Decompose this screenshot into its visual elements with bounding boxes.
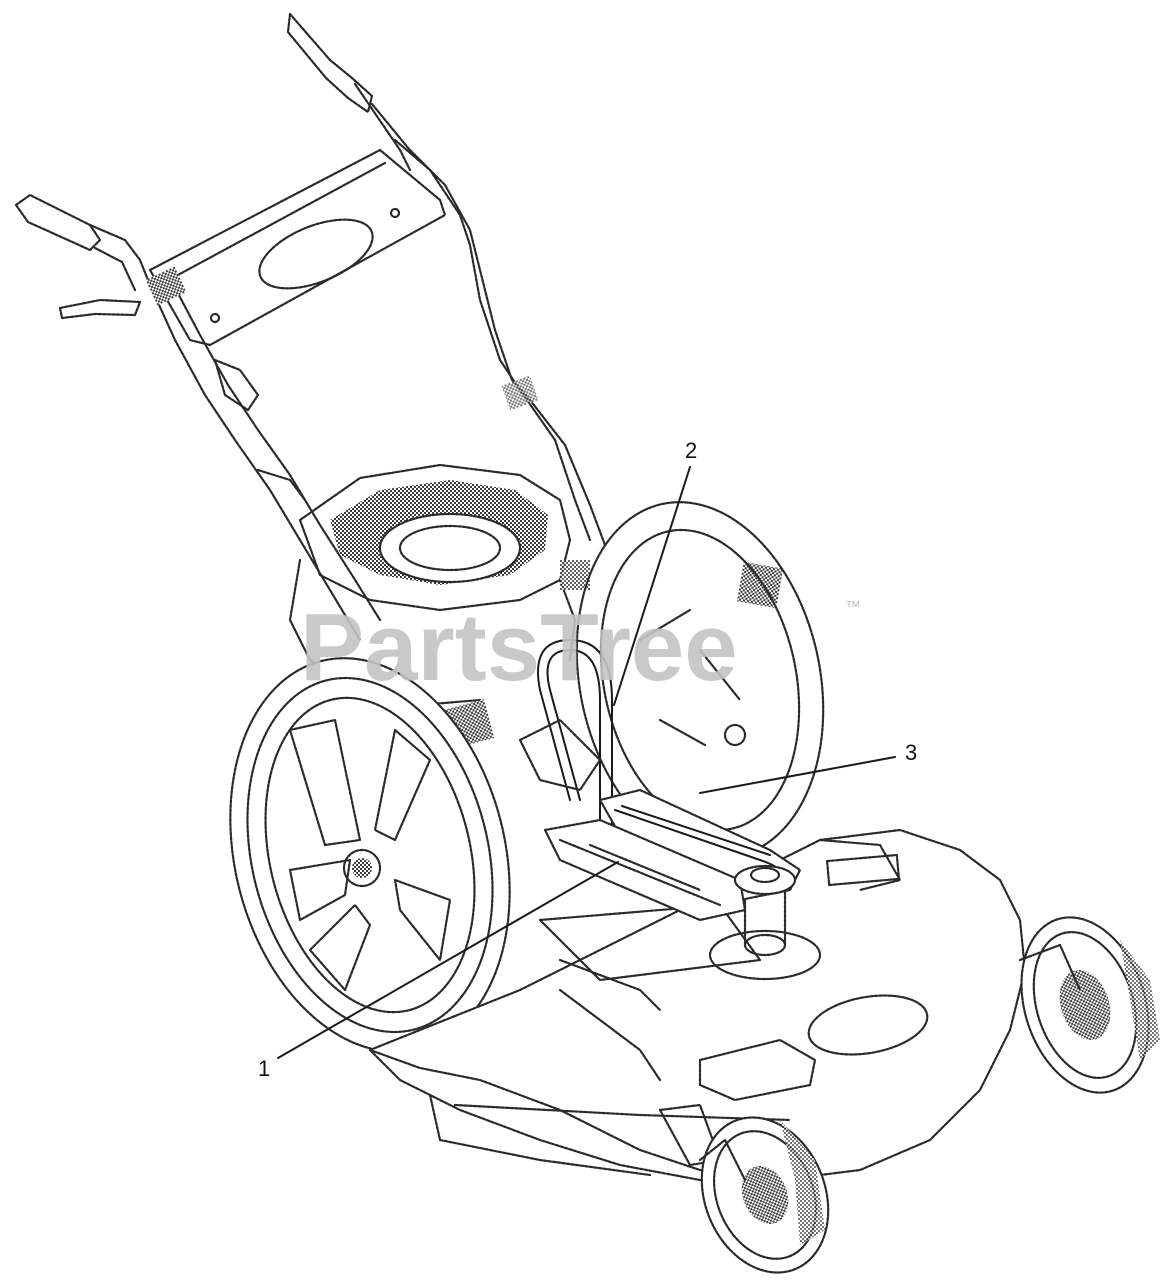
callout-1: 1 (258, 1056, 270, 1081)
mower-deck (368, 828, 1027, 1182)
handle-assembly (14, 12, 607, 642)
front-right-caster (1018, 916, 1160, 1094)
watermark-trademark: ™ (845, 599, 861, 616)
callout-3: 3 (905, 740, 917, 765)
leader-lines (277, 466, 896, 1059)
engine (288, 463, 784, 751)
watermark-logo: PartsTree (300, 594, 738, 701)
belt-assembly (518, 638, 802, 922)
front-left-caster (698, 1116, 830, 1274)
callout-2: 2 (685, 438, 697, 463)
